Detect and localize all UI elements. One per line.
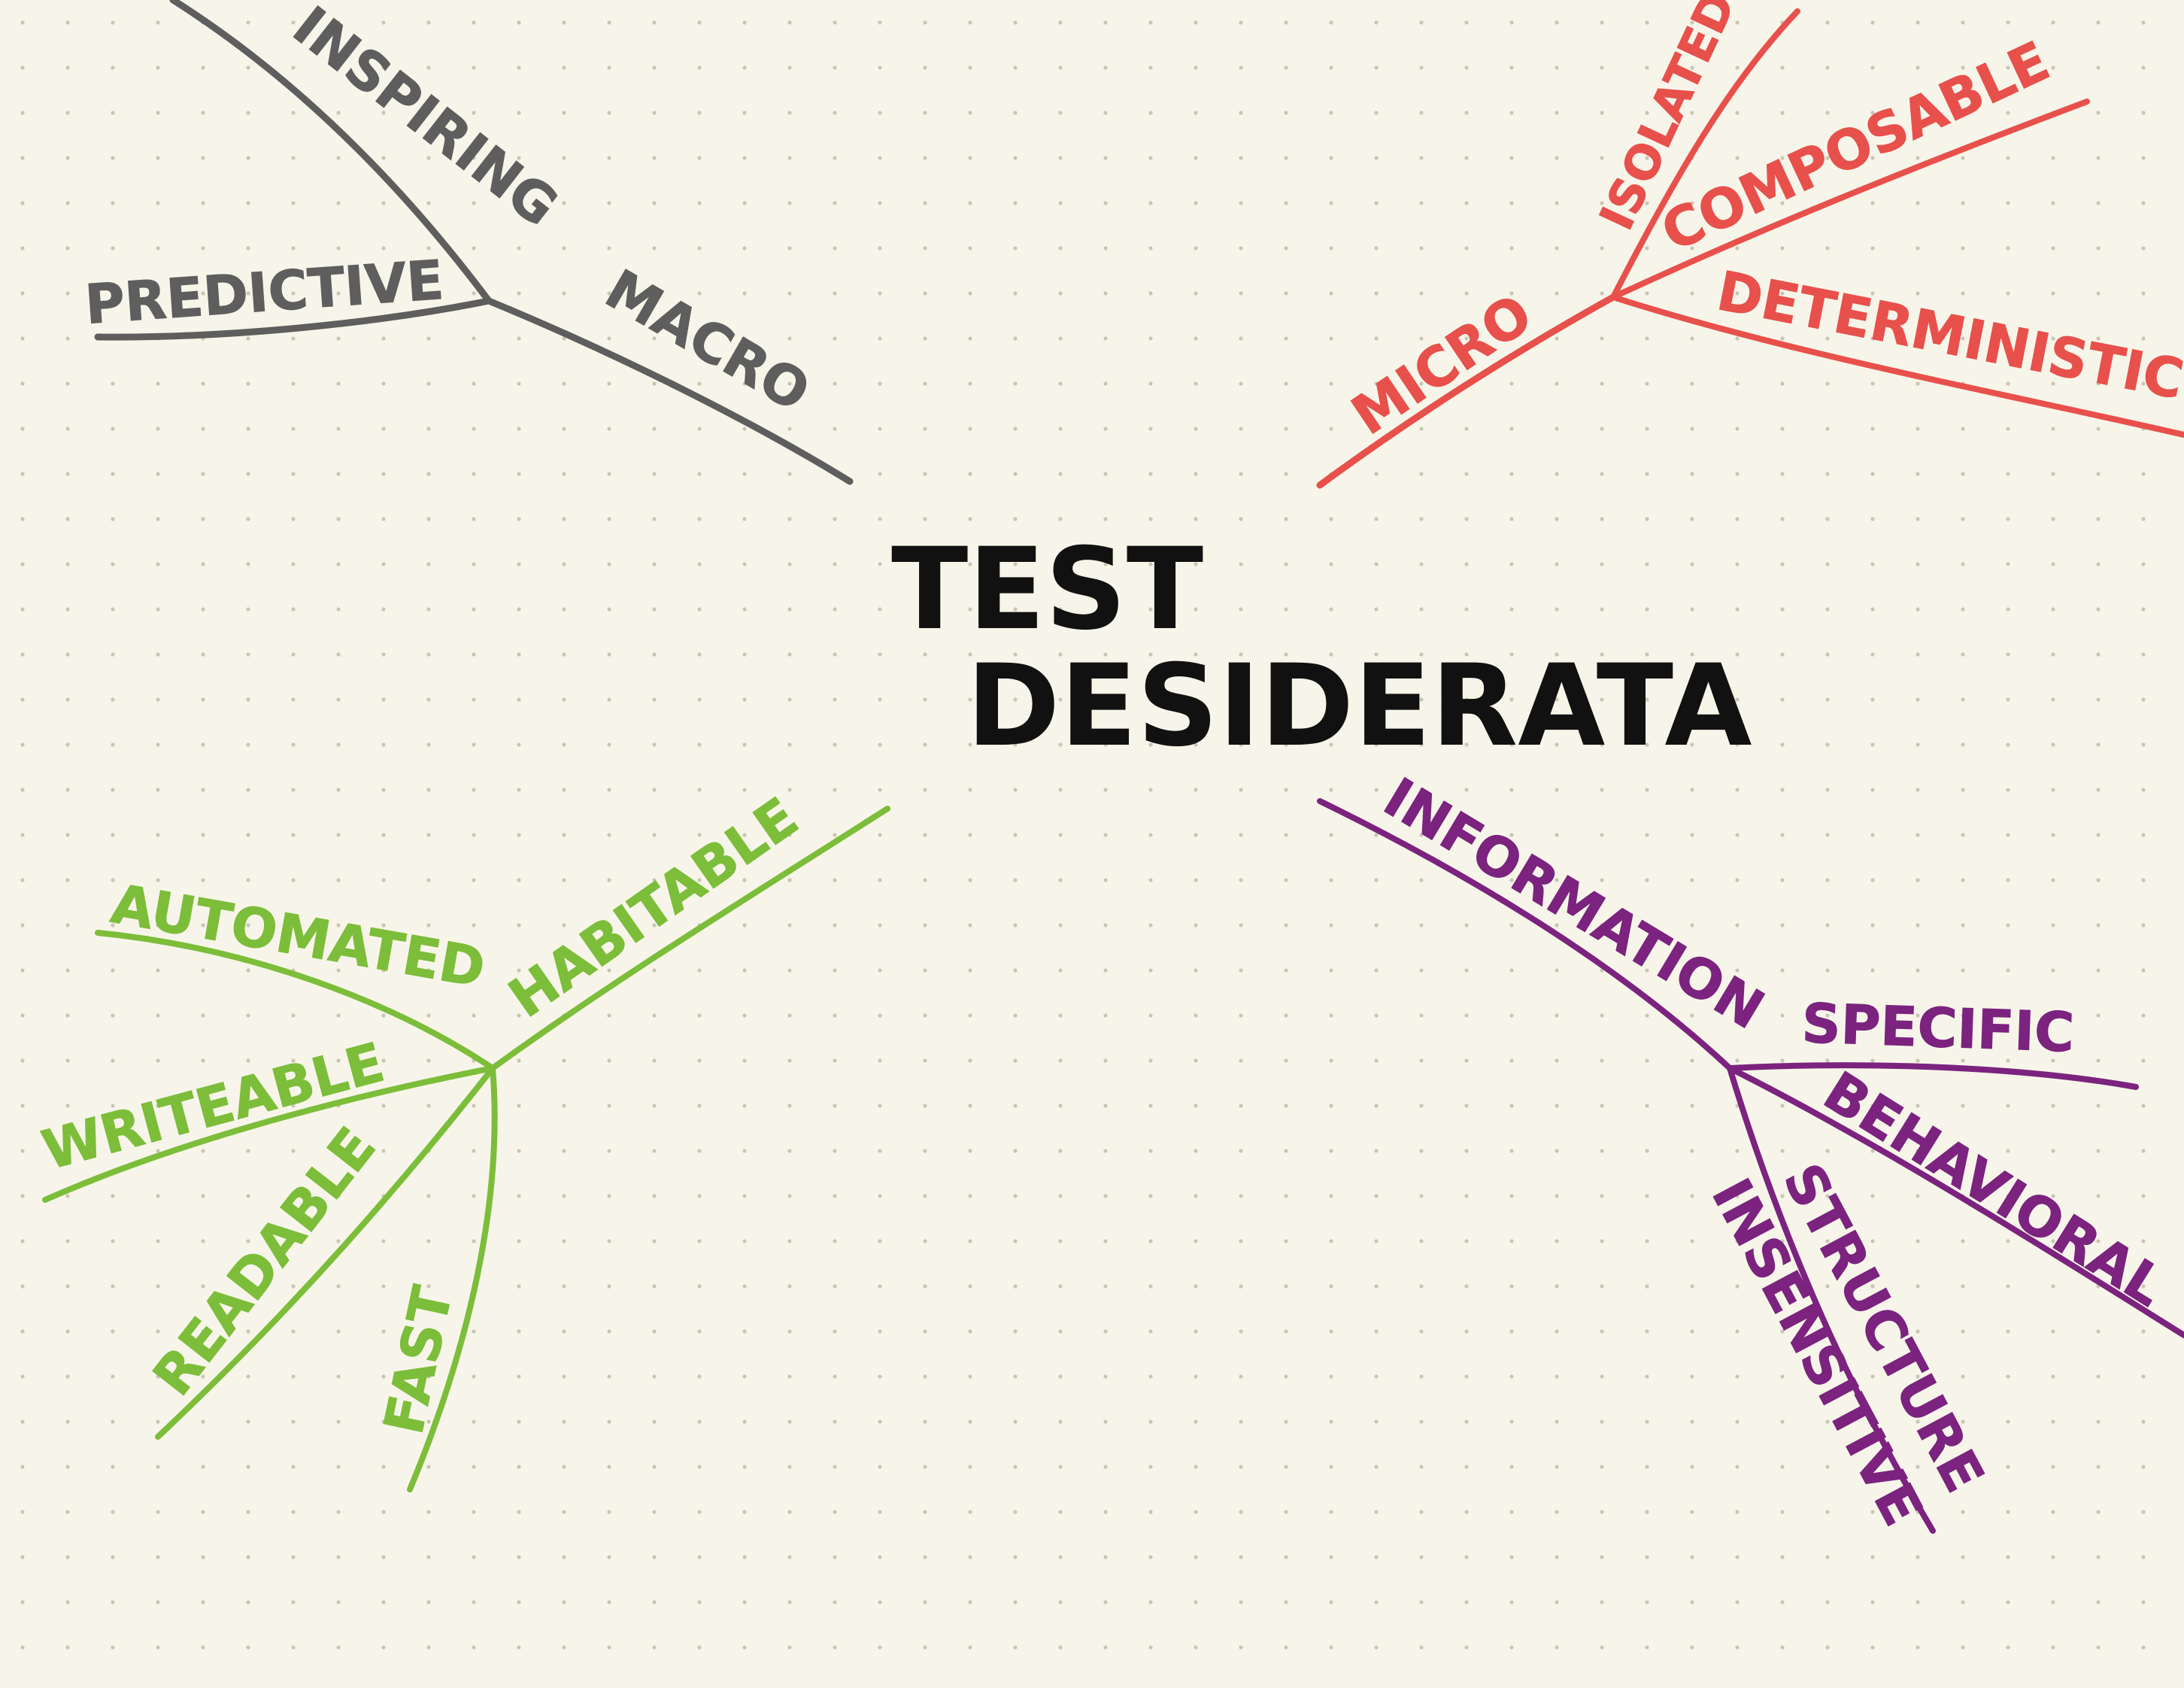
predictive-line — [94, 297, 493, 341]
readable-line — [155, 1065, 496, 1440]
specific-line — [1727, 1062, 2139, 1090]
specific-label: SPECIFIC — [1800, 991, 2075, 1064]
habitable-main-line — [490, 806, 890, 1071]
central-topic: TEST DESIDERATA — [891, 524, 1752, 772]
title-line-2: DESIDERATA — [966, 641, 1752, 772]
micro-main-line — [1316, 293, 1617, 489]
inspiring-line — [169, 0, 493, 305]
deterministic-line — [1610, 294, 2184, 438]
information-main-line — [1317, 798, 1733, 1071]
behavioral-line — [1727, 1065, 2184, 1338]
title-line-1: TEST — [891, 524, 1203, 655]
isolated-line — [1610, 8, 1800, 300]
automated-line — [95, 930, 496, 1071]
fast-line — [407, 1065, 498, 1492]
macro-main-line — [485, 297, 854, 485]
composable-line — [1610, 99, 2090, 300]
writeable-line — [42, 1065, 496, 1203]
structure-line — [1727, 1065, 1936, 1534]
